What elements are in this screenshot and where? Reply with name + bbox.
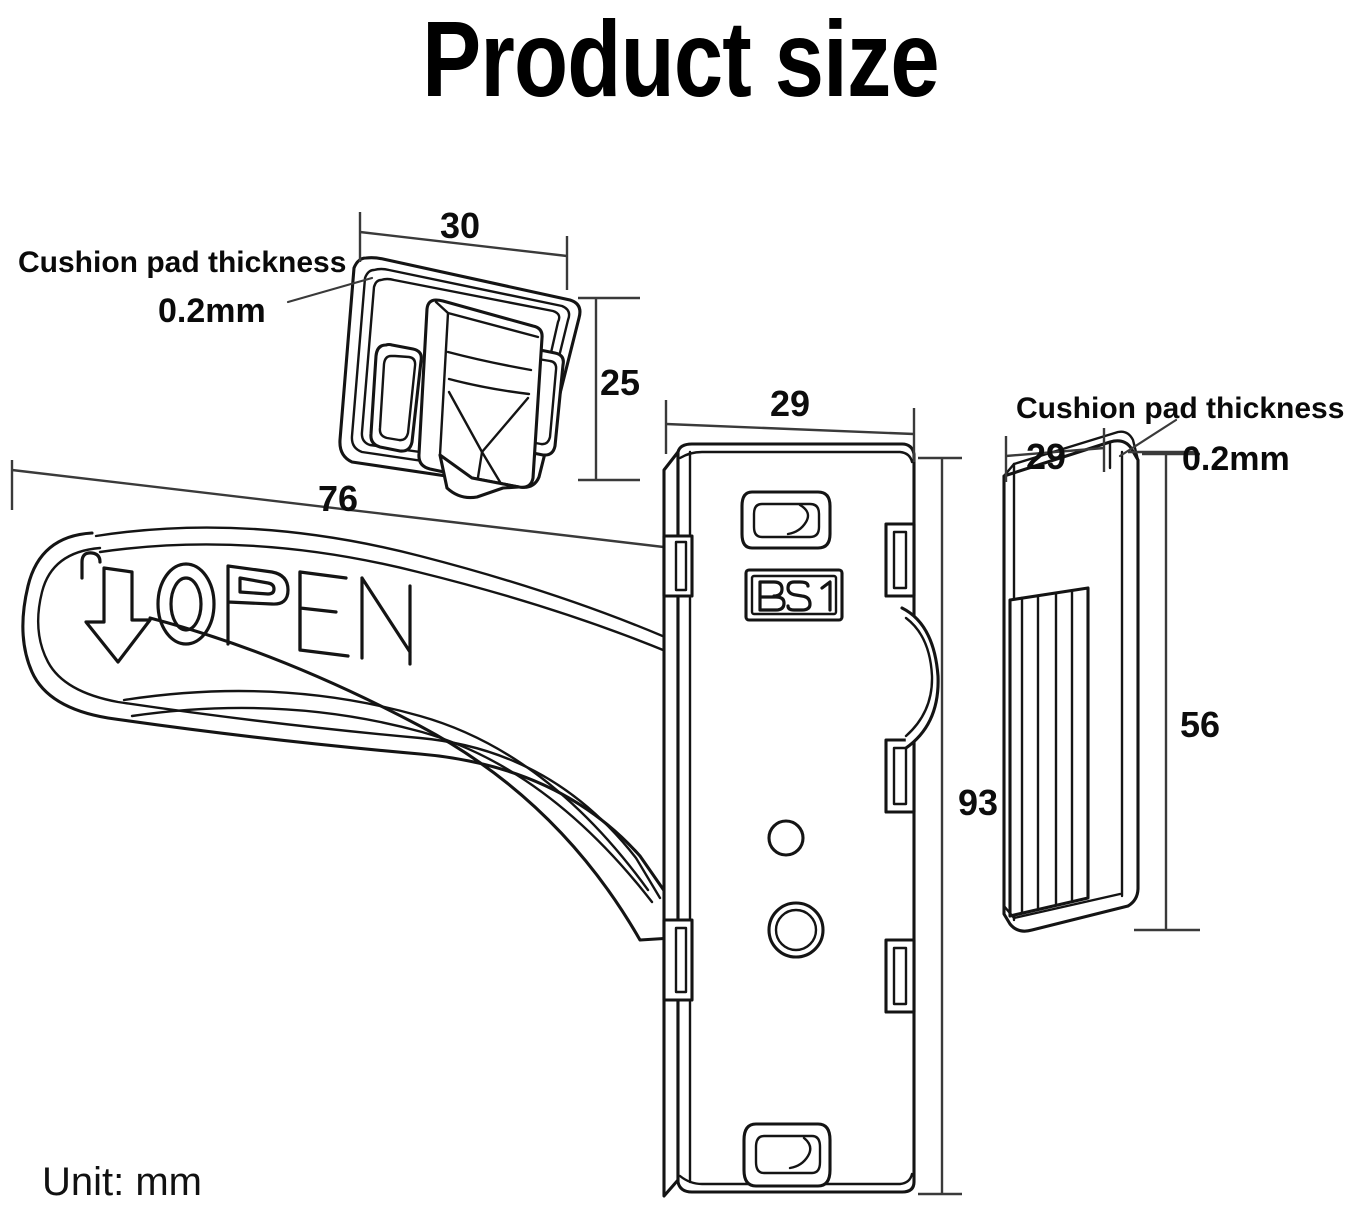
body-stamp-text [758, 580, 832, 612]
part-open-handle [21, 526, 674, 942]
dimension-29-clip [1004, 428, 1106, 482]
dimension-56 [1134, 452, 1200, 932]
part-cushion-clip [1002, 430, 1140, 933]
dimension-label-bracket-height: 25 [600, 362, 641, 403]
dimension-25 [578, 296, 640, 482]
dimension-29-body [664, 400, 916, 462]
cushion-pad-value-right: 0.2mm [1182, 440, 1290, 478]
leader-cushion-right [1118, 418, 1178, 458]
dimension-label-bracket-width: 30 [440, 205, 481, 246]
cushion-pad-thickness-label-left: Cushion pad thickness [18, 246, 347, 279]
dimension-label-handle-length: 76 [318, 478, 359, 519]
dimension-label-body-height: 93 [958, 782, 999, 823]
leader-cushion-left [286, 276, 374, 304]
dimension-label-clip-height: 56 [1180, 704, 1221, 745]
part-cushion-bracket [338, 256, 582, 500]
dimension-30 [358, 212, 569, 290]
part-main-body [662, 442, 940, 1198]
page-title: Product size [422, 0, 940, 119]
dimension-label-clip-width: 29 [1026, 436, 1067, 477]
cushion-pad-value-left: 0.2mm [158, 292, 266, 330]
handle-open-text [80, 551, 412, 666]
dimension-93 [918, 456, 962, 1196]
cushion-pad-thickness-label-right: Cushion pad thickness [1016, 392, 1345, 425]
dimension-label-body-width: 29 [770, 383, 811, 424]
unit-note: Unit: mm [42, 1160, 202, 1204]
